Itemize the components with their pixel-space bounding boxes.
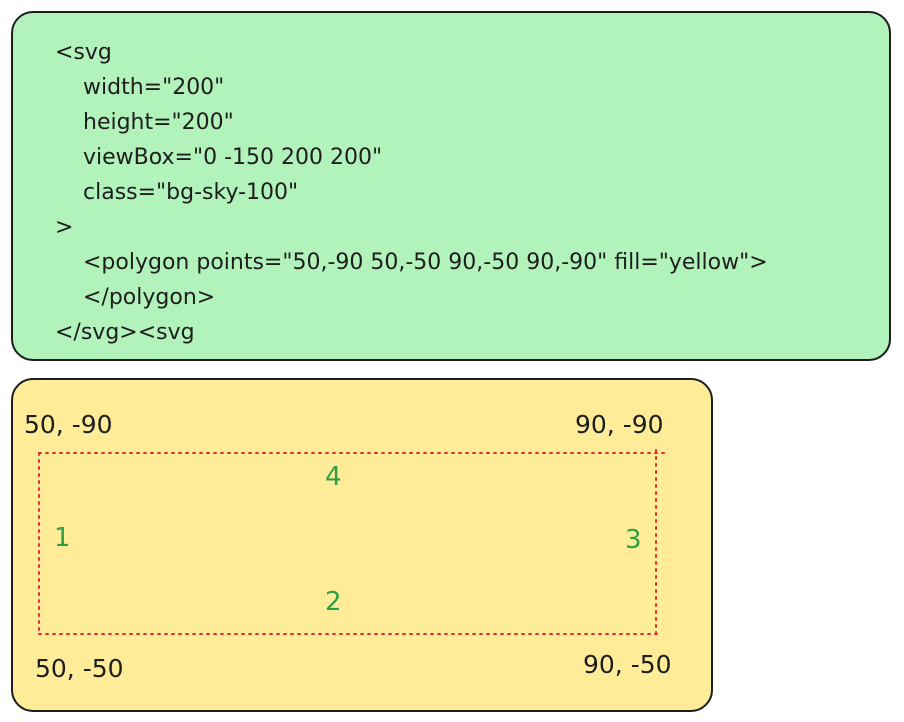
code-line-viewbox: viewBox="0 -150 200 200" bbox=[83, 145, 383, 170]
code-line-class: class="bg-sky-100" bbox=[83, 180, 299, 205]
code-line-svg-close: </svg><svg bbox=[55, 320, 195, 345]
polygon-outline-svg bbox=[38, 449, 668, 639]
diagram-panel: 50, -90 90, -90 50, -50 90, -50 1 2 3 4 bbox=[11, 378, 713, 712]
code-panel: <svg width="200" height="200" viewBox="0… bbox=[11, 11, 891, 361]
side-label-right: 3 bbox=[625, 525, 642, 555]
side-label-top: 4 bbox=[325, 462, 342, 492]
corner-label-bottom-left: 50, -50 bbox=[35, 654, 124, 683]
corner-label-top-right: 90, -90 bbox=[575, 410, 664, 439]
code-lines: <svg width="200" height="200" viewBox="0… bbox=[55, 35, 768, 350]
code-line-svg-open: <svg bbox=[55, 40, 112, 65]
code-line-width: width="200" bbox=[83, 75, 225, 100]
side-label-bottom: 2 bbox=[325, 587, 342, 617]
corner-label-top-left: 50, -90 bbox=[24, 410, 113, 439]
code-line-polygon-open: <polygon points="50,-90 50,-50 90,-50 90… bbox=[83, 250, 768, 275]
corner-label-bottom-right: 90, -50 bbox=[583, 650, 672, 679]
code-line-polygon-close: </polygon> bbox=[83, 285, 216, 310]
code-line-tag-close: > bbox=[55, 215, 74, 240]
side-label-left: 1 bbox=[54, 523, 71, 553]
code-line-height: height="200" bbox=[83, 110, 234, 135]
